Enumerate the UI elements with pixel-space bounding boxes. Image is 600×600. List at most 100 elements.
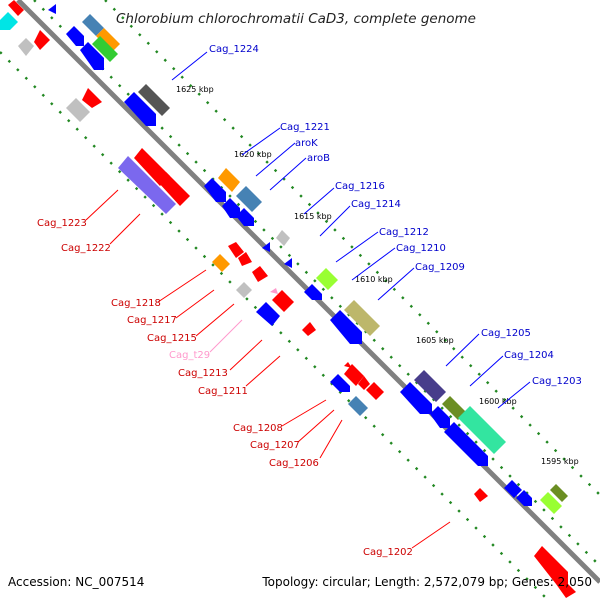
label-aroK[interactable]: aroK	[295, 138, 318, 149]
label-Cag_1206[interactable]: Cag_1206	[269, 458, 319, 469]
gene-arrow-lightgrey[interactable]	[276, 230, 290, 246]
trna-leader	[209, 319, 243, 353]
scale-mark-1615: 1615 kbp	[294, 212, 332, 221]
gene-arrow-red[interactable]	[302, 322, 316, 336]
features	[0, 0, 576, 598]
gene-arrow-blue[interactable]	[124, 92, 156, 126]
forward-leaders	[171, 51, 531, 409]
label-Cag_1218[interactable]: Cag_1218	[111, 298, 161, 309]
gene-arrow-blue[interactable]	[400, 382, 432, 414]
label-Cag_1212[interactable]: Cag_1212	[379, 227, 429, 238]
gene-arrow-orange[interactable]	[212, 254, 230, 272]
gene-arrow-lightgreen[interactable]	[316, 268, 338, 290]
gene-arrow-orange[interactable]	[218, 168, 240, 192]
gene-arrow-red[interactable]	[344, 362, 352, 368]
gene-arrow-red[interactable]	[34, 30, 50, 50]
gene-arrow-blue[interactable]	[222, 198, 240, 218]
label-Cag_1211[interactable]: Cag_1211	[198, 386, 248, 397]
map-title: Chlorobium chlorochromatii CaD3, complet…	[116, 11, 476, 27]
gene-arrow-blue[interactable]	[430, 406, 450, 428]
genome-stats-text: Topology: circular; Length: 2,572,079 bp…	[261, 575, 592, 589]
label-Cag_1205[interactable]: Cag_1205	[481, 328, 531, 339]
scale-mark-1605: 1605 kbp	[416, 336, 454, 345]
gene-arrow-red[interactable]	[358, 376, 370, 390]
gene-arrow-red[interactable]	[238, 252, 252, 266]
gene-arrow-pink[interactable]	[270, 288, 278, 294]
scale-mark-1625: 1625 kbp	[176, 85, 214, 94]
gene-arrow-blue[interactable]	[256, 302, 280, 326]
gene-arrow-grey[interactable]	[236, 282, 252, 298]
reverse-labels: Cag_1223 Cag_1222 Cag_1218 Cag_1217 Cag_…	[37, 218, 413, 558]
label-Cag_1204[interactable]: Cag_1204	[504, 350, 554, 361]
gene-arrow-red[interactable]	[344, 364, 364, 386]
label-aroB[interactable]: aroB	[307, 153, 330, 164]
gene-arrow-red[interactable]	[534, 546, 568, 584]
gene-arrow-red[interactable]	[8, 0, 24, 16]
gene-arrow-red[interactable]	[366, 382, 384, 400]
label-Cag_1207[interactable]: Cag_1207	[250, 440, 300, 451]
gene-arrow-red[interactable]	[474, 488, 488, 502]
gene-arrow-darkslate[interactable]	[414, 370, 446, 402]
gene-arrow-blue[interactable]	[262, 242, 270, 252]
label-Cag_1223[interactable]: Cag_1223	[37, 218, 87, 229]
gene-arrow-grey[interactable]	[18, 38, 34, 56]
gene-arrow-cyan[interactable]	[0, 12, 18, 30]
gene-arrow-red[interactable]	[556, 584, 576, 598]
scale-marks: 1625 kbp 1620 kbp 1615 kbp 1610 kbp 1605…	[176, 85, 579, 466]
gene-arrow-red[interactable]	[252, 266, 268, 282]
label-Cag_1209[interactable]: Cag_1209	[415, 262, 465, 273]
gene-arrow-steel[interactable]	[348, 396, 368, 416]
label-Cag_1213[interactable]: Cag_1213	[178, 368, 228, 379]
label-Cag_1221[interactable]: Cag_1221	[280, 122, 330, 133]
label-Cag_1217[interactable]: Cag_1217	[127, 315, 177, 326]
label-Cag_1216[interactable]: Cag_1216	[335, 181, 385, 192]
gene-arrow-grey[interactable]	[66, 98, 90, 122]
gene-arrow-blue[interactable]	[504, 480, 522, 498]
gene-arrow-blue[interactable]	[444, 422, 488, 466]
gene-arrow-purple[interactable]	[118, 156, 176, 214]
gene-arrow-blue[interactable]	[284, 258, 292, 268]
gene-arrow-blue[interactable]	[330, 310, 362, 344]
scale-mark-1600: 1600 kbp	[479, 397, 517, 406]
gene-arrow-khaki[interactable]	[344, 300, 380, 336]
scale-mark-1620: 1620 kbp	[234, 150, 272, 159]
accession-text: Accession: NC_007514	[8, 575, 144, 589]
gene-arrow-lightgreen[interactable]	[540, 492, 562, 514]
label-Cag_1210[interactable]: Cag_1210	[396, 243, 446, 254]
gene-arrow-blue[interactable]	[236, 208, 254, 226]
gene-arrow-blue[interactable]	[304, 284, 322, 300]
gene-arrow-red[interactable]	[272, 290, 294, 312]
gene-arrow-olive[interactable]	[442, 396, 466, 420]
label-Cag_1202[interactable]: Cag_1202	[363, 547, 413, 558]
gene-arrow-red[interactable]	[228, 242, 244, 258]
label-Cag_t29[interactable]: Cag_t29	[169, 350, 210, 361]
label-Cag_1214[interactable]: Cag_1214	[351, 199, 401, 210]
gene-arrow-blue[interactable]	[80, 42, 104, 70]
gene-arrow-blue[interactable]	[330, 374, 350, 392]
label-Cag_1224[interactable]: Cag_1224	[209, 44, 259, 55]
gene-arrow-olive[interactable]	[550, 484, 568, 502]
gene-arrow-red[interactable]	[158, 172, 190, 206]
forward-labels: Cag_1224 Cag_1221 aroK aroB Cag_1216 Cag…	[209, 44, 582, 387]
label-Cag_1203[interactable]: Cag_1203	[532, 376, 582, 387]
gene-arrow-red[interactable]	[82, 88, 102, 108]
gene-arrow-aquamarine[interactable]	[458, 406, 506, 454]
label-Cag_1208[interactable]: Cag_1208	[233, 423, 283, 434]
label-Cag_1222[interactable]: Cag_1222	[61, 243, 111, 254]
gene-arrow-steel[interactable]	[236, 186, 262, 212]
gene-arrow-red[interactable]	[134, 148, 170, 186]
gene-arrow-darkgrey[interactable]	[138, 84, 170, 116]
gene-arrow-steel[interactable]	[82, 14, 104, 36]
gene-arrow-blue[interactable]	[48, 4, 56, 14]
scale-mark-1595: 1595 kbp	[541, 457, 579, 466]
gene-arrow-blue[interactable]	[516, 490, 532, 506]
gene-arrow-blue[interactable]	[204, 178, 226, 202]
scale-mark-1610: 1610 kbp	[355, 275, 393, 284]
gene-arrow-orange[interactable]	[96, 28, 120, 52]
gene-arrow-green[interactable]	[92, 36, 118, 62]
gene-arrow-blue[interactable]	[66, 26, 84, 46]
reverse-leaders	[85, 189, 451, 549]
label-Cag_1215[interactable]: Cag_1215	[147, 333, 197, 344]
